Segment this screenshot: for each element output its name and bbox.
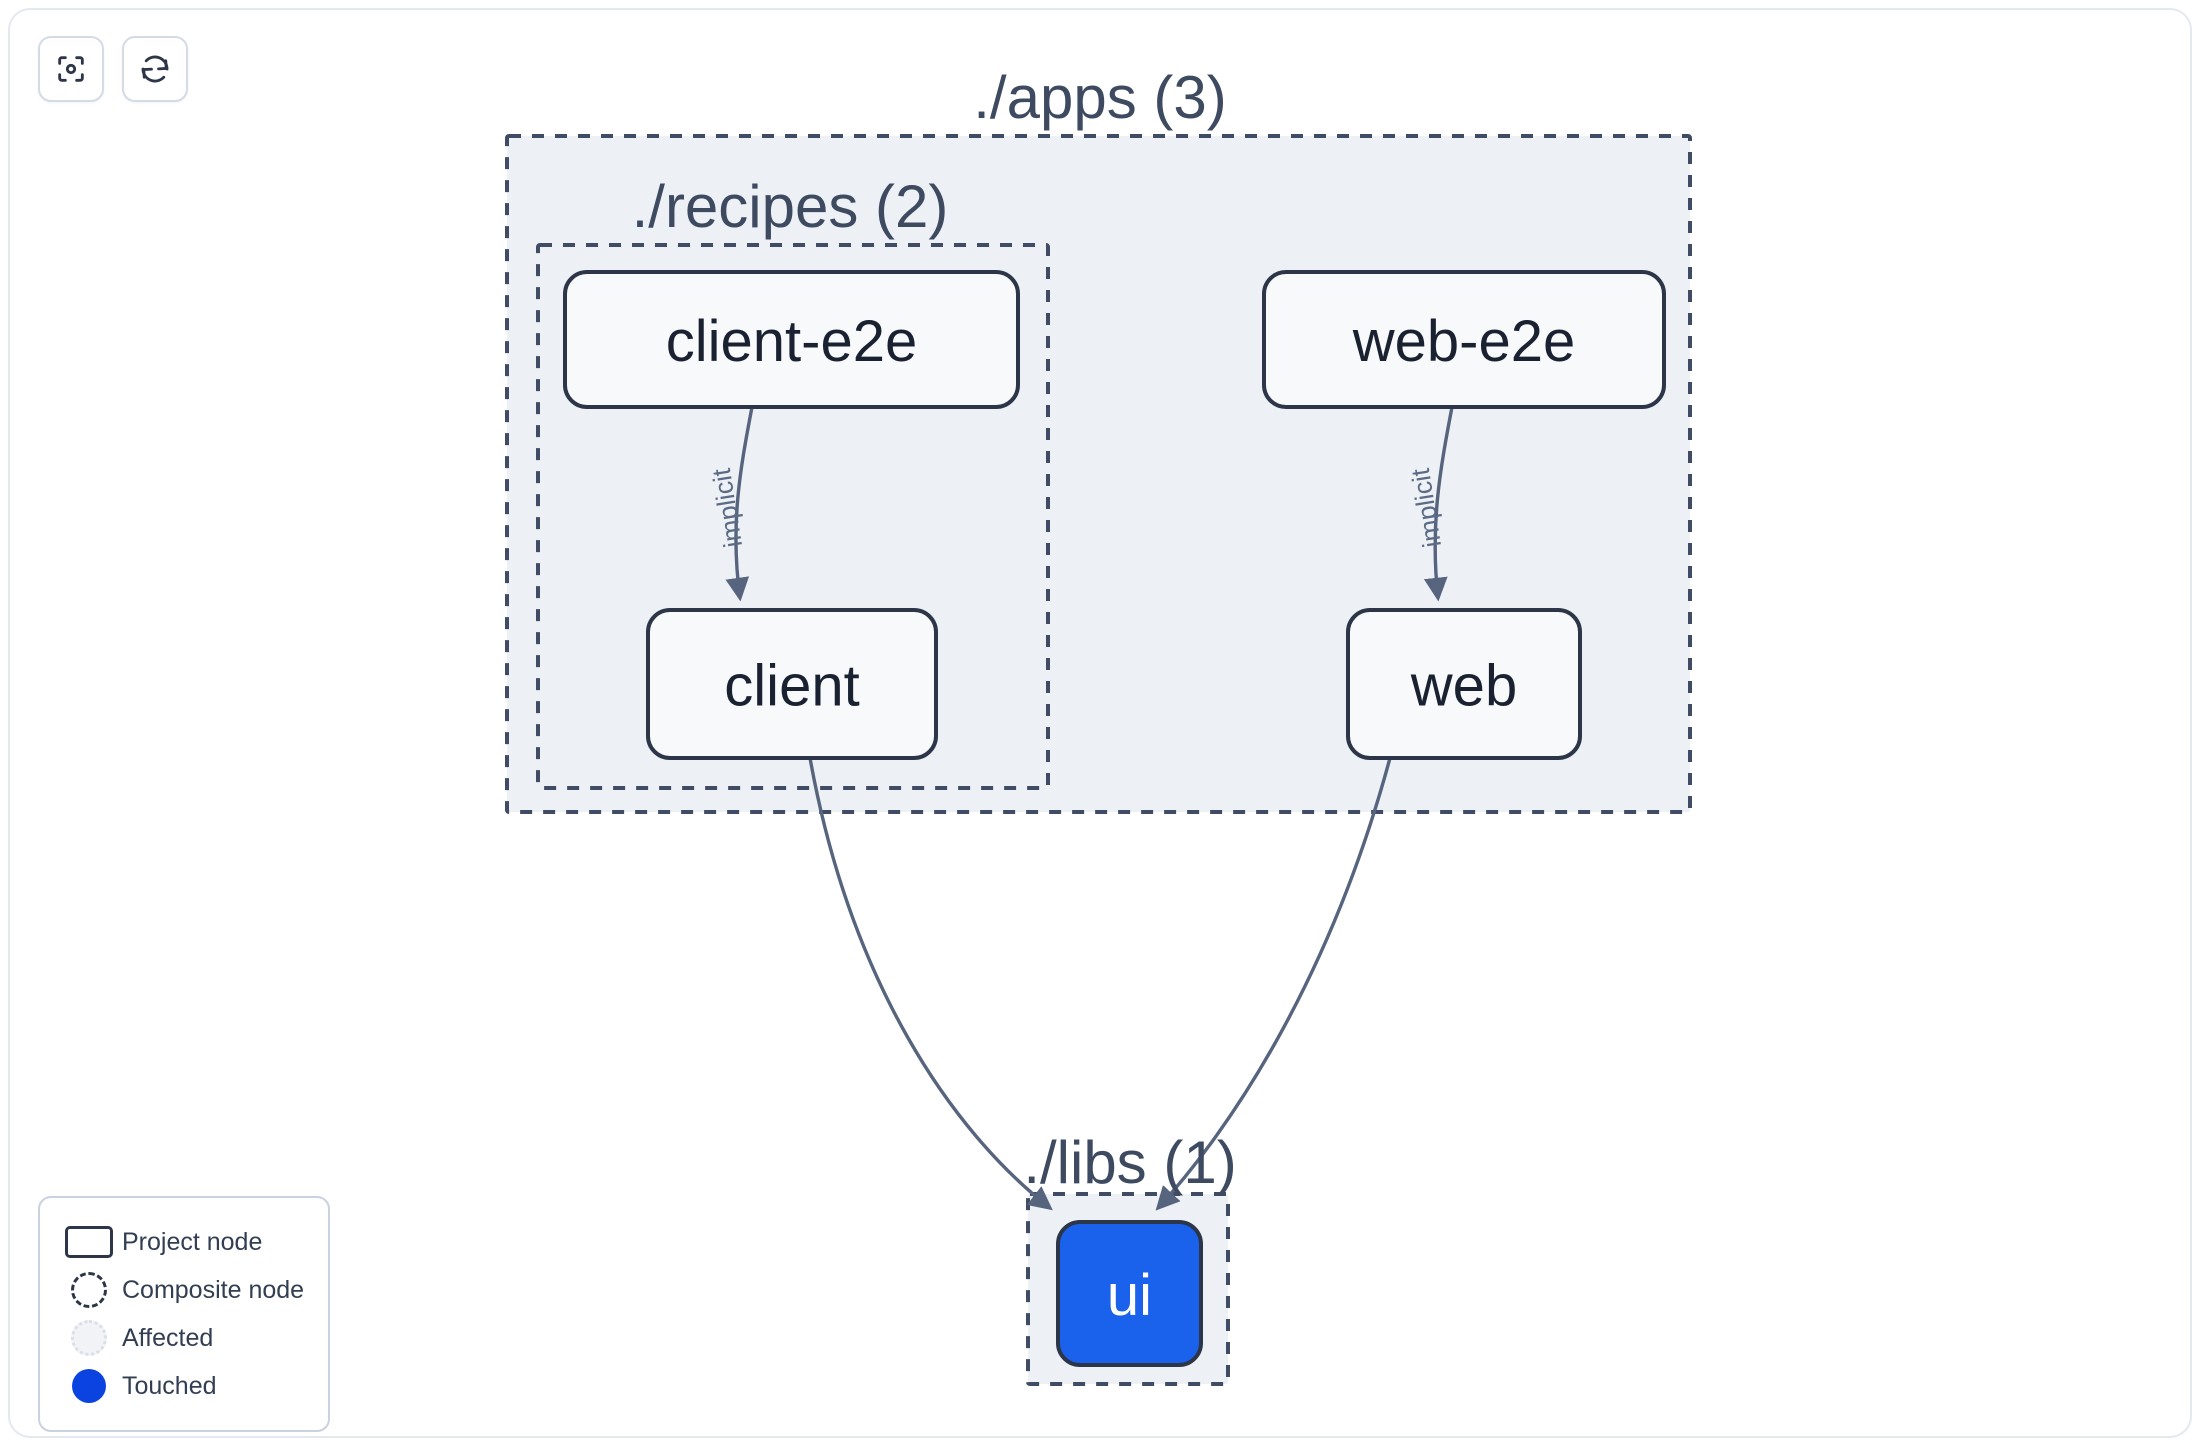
refresh-graph-button[interactable]: [122, 36, 188, 102]
legend-item-composite-node: Composite node: [60, 1266, 306, 1314]
node-box-ui[interactable]: [1056, 1220, 1203, 1367]
graph-edge-client->ui[interactable]: [808, 757, 1053, 1211]
graph-node-client-e2e[interactable]: client-e2e: [563, 270, 1020, 409]
legend-item-project-node: Project node: [60, 1218, 306, 1266]
node-label-client: client: [724, 654, 859, 719]
node-box-web[interactable]: [1346, 608, 1582, 760]
affected-swatch: [60, 1320, 118, 1356]
legend-label: Project node: [122, 1227, 263, 1256]
touched-swatch: [60, 1369, 118, 1403]
focus-graph-button[interactable]: [38, 36, 104, 102]
graph-node-client[interactable]: client: [646, 608, 938, 760]
legend-label: Touched: [122, 1371, 217, 1400]
node-box-web-e2e[interactable]: [1262, 270, 1666, 409]
graph-edge-web-e2e->web[interactable]: [1423, 406, 1454, 602]
group-label-recipes: ./recipes (2): [632, 173, 949, 240]
composite-node-swatch: [60, 1272, 118, 1308]
graph-toolbar: [38, 36, 188, 102]
graph-node-web[interactable]: web: [1346, 608, 1582, 760]
focus-scan-icon: [54, 52, 88, 86]
node-box-client-e2e[interactable]: [563, 270, 1020, 409]
graph-edge-web->ui[interactable]: [1155, 757, 1392, 1211]
graph-legend: Project node Composite node Affected Tou…: [38, 1196, 330, 1432]
graph-group-labels-layer: ./apps (3) ./recipes (2) ./libs (1): [632, 64, 1237, 1196]
graph-nodes-layer: client-e2e web-e2e client web ui: [563, 270, 1666, 1367]
node-label-web: web: [1410, 654, 1517, 719]
project-node-swatch: [60, 1226, 118, 1258]
node-box-client[interactable]: [646, 608, 938, 760]
group-label-apps: ./apps (3): [973, 64, 1226, 131]
legend-item-affected: Affected: [60, 1314, 306, 1362]
legend-item-touched: Touched: [60, 1362, 306, 1410]
legend-label: Composite node: [122, 1275, 305, 1304]
refresh-icon: [138, 52, 172, 86]
group-label-libs: ./libs (1): [1023, 1129, 1236, 1196]
node-label-web-e2e: web-e2e: [1352, 309, 1575, 374]
graph-edge-client-e2e->client[interactable]: [725, 406, 754, 602]
node-label-client-e2e: client-e2e: [666, 309, 917, 374]
graph-node-ui[interactable]: ui: [1056, 1220, 1203, 1367]
node-label-ui: ui: [1107, 1263, 1152, 1328]
graph-node-web-e2e[interactable]: web-e2e: [1262, 270, 1666, 409]
legend-label: Affected: [122, 1323, 214, 1352]
